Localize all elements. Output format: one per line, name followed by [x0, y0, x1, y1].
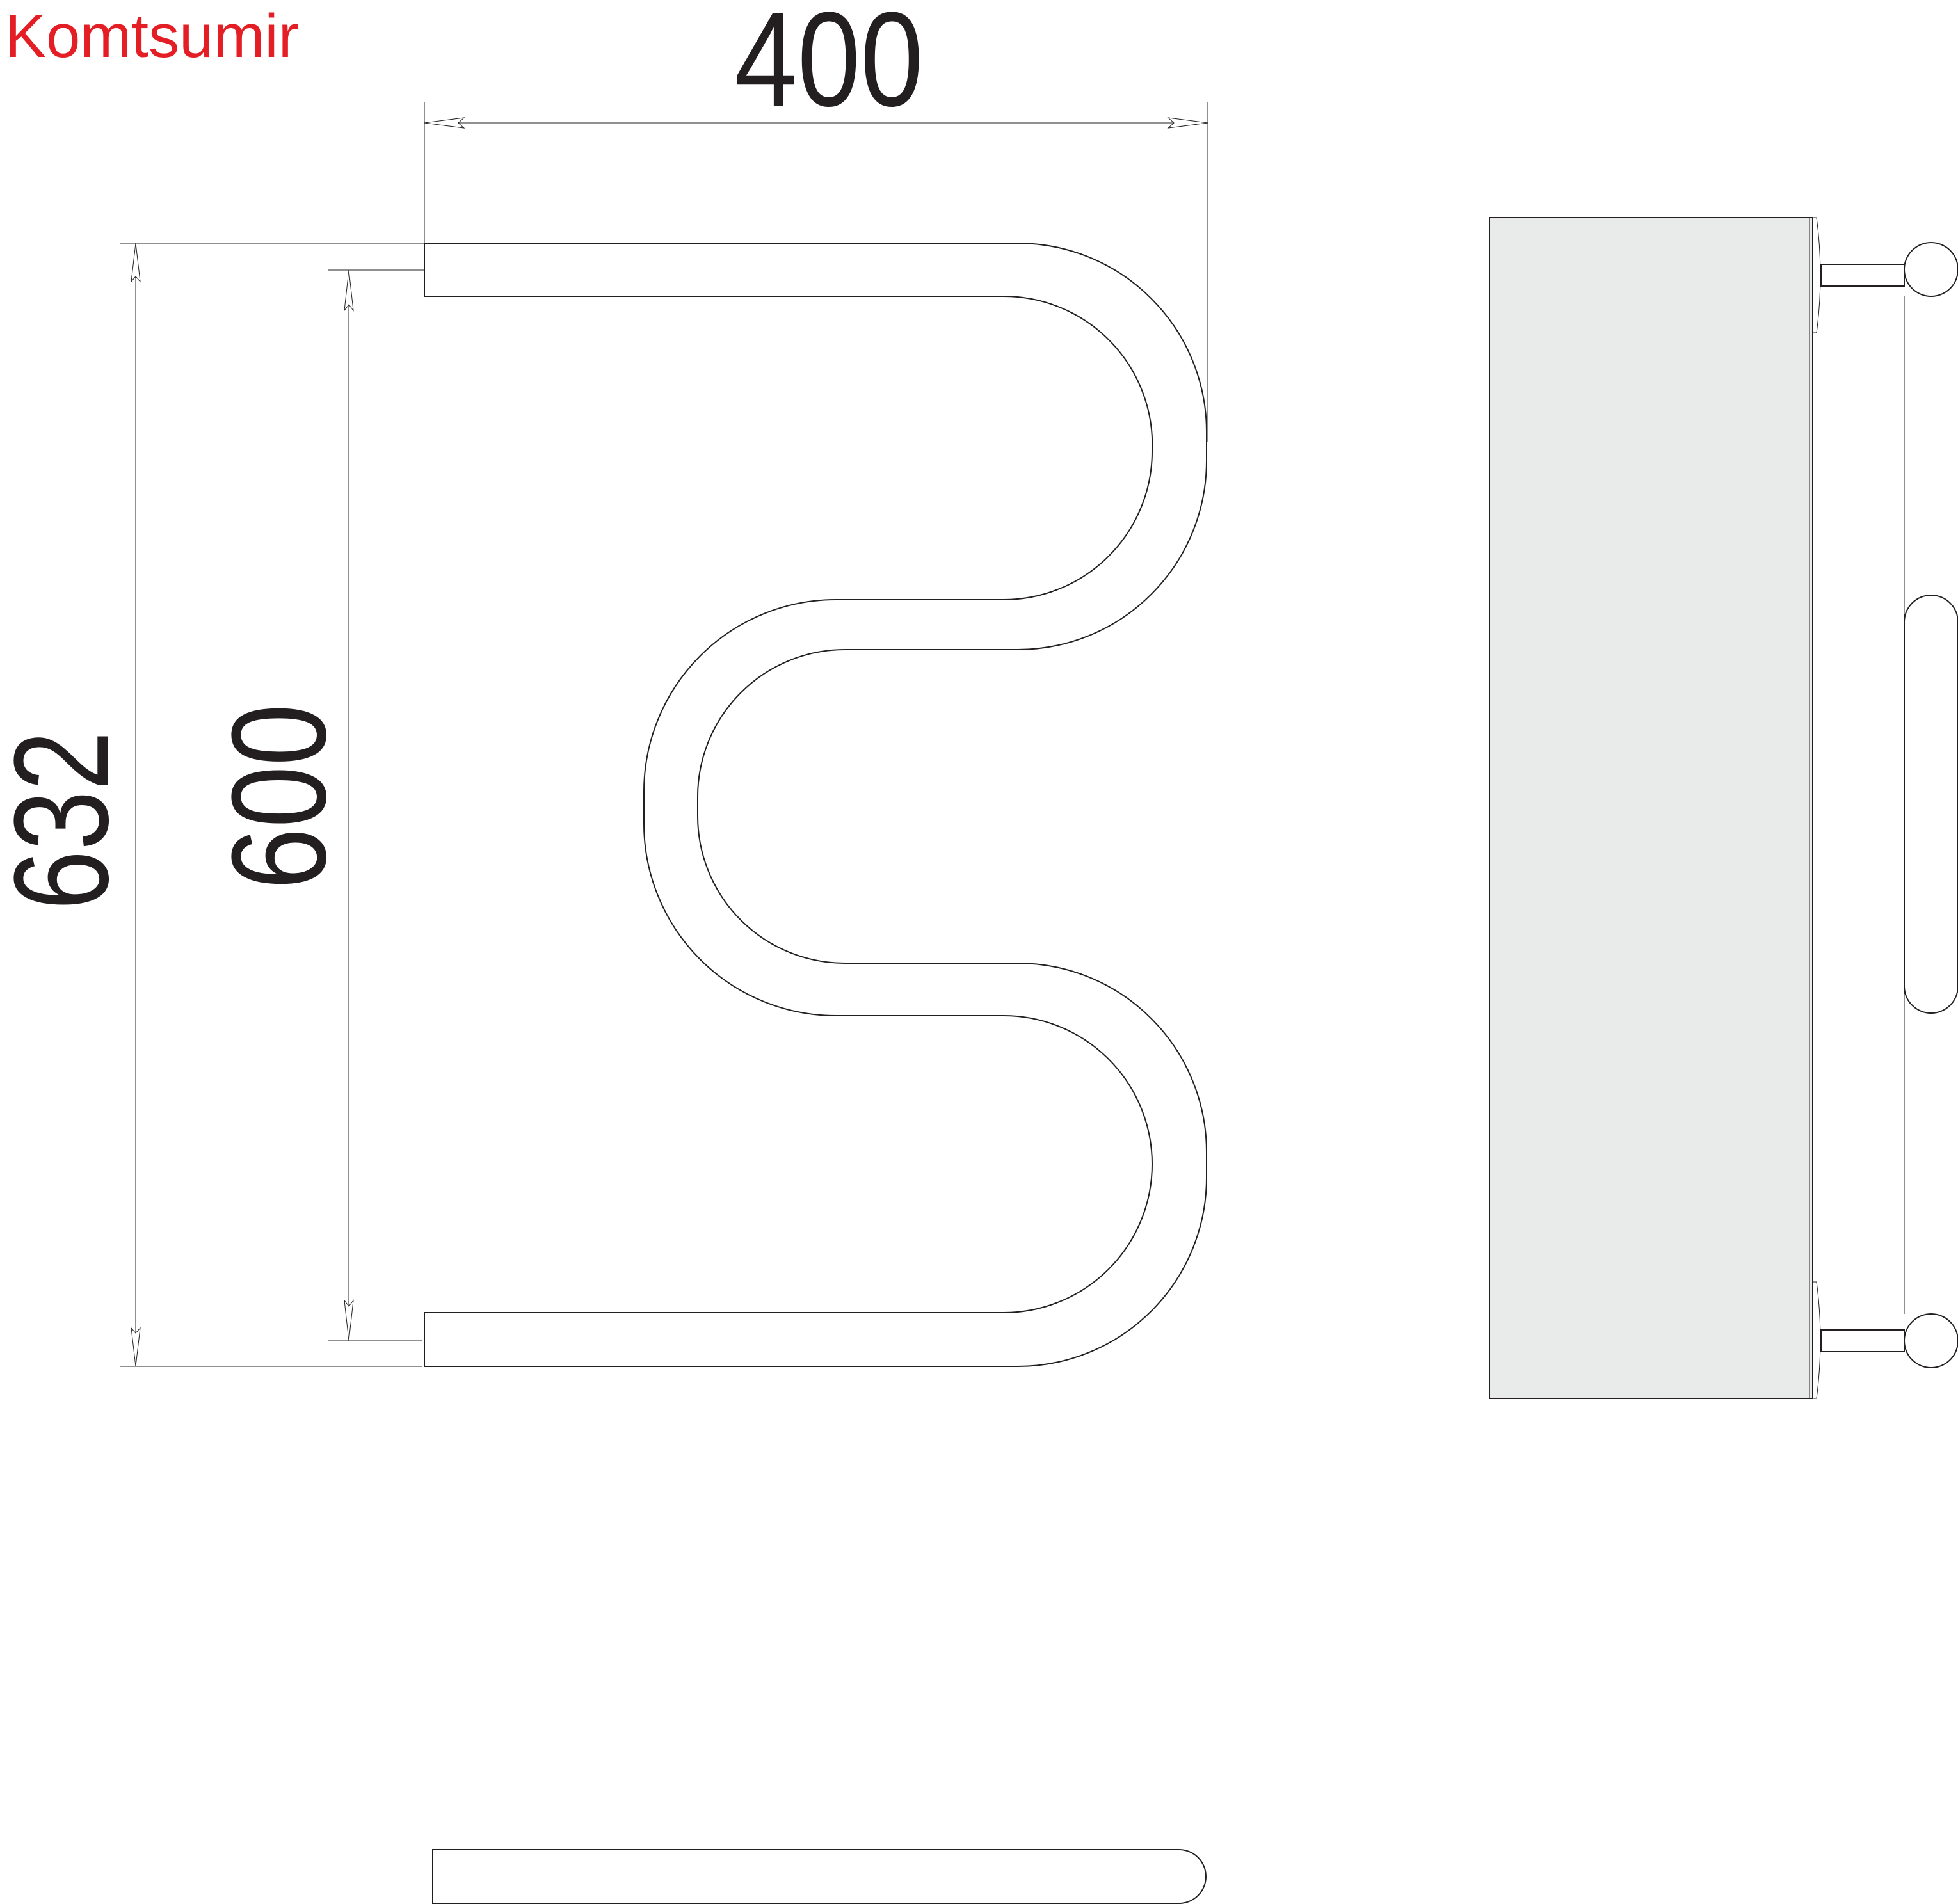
side-view: [1489, 217, 1958, 1399]
bottom-bracket: [1820, 1329, 1905, 1352]
outer-height-value: 632: [0, 731, 136, 910]
top-bracket: [1820, 264, 1905, 287]
width-value: 400: [735, 0, 924, 134]
top-pipe-section: [1904, 242, 1958, 297]
brand-label: Komtsumir: [5, 2, 299, 70]
top-view-pipe: [432, 1849, 1207, 1904]
width-dimension: [424, 102, 1208, 442]
front-view: [424, 243, 1207, 1367]
bottom-pipe-section: [1904, 1313, 1958, 1368]
wall-panel: [1489, 217, 1813, 1399]
outer-height-dimension: [120, 243, 424, 1367]
inner-height-dimension: [328, 269, 424, 1341]
inner-height-value: 600: [204, 704, 354, 890]
middle-pipe-section: [1904, 595, 1958, 1014]
rail-pipe: [424, 243, 1207, 1367]
